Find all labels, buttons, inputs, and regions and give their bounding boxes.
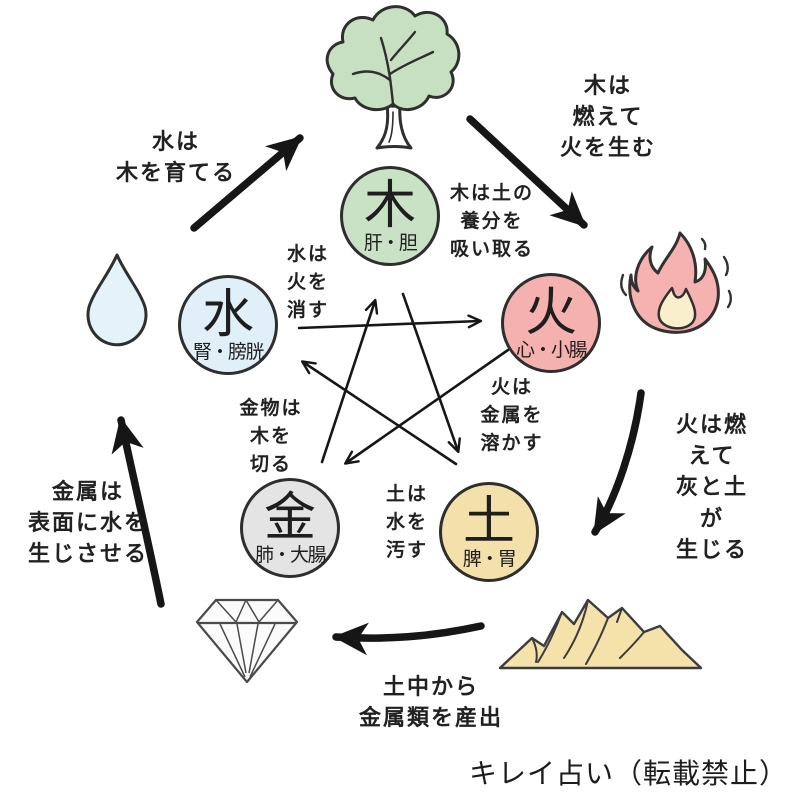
arrow-earth-to-metal <box>332 622 485 656</box>
fire-organs: 心・小腸 <box>515 339 588 361</box>
element-circle-water: 水 腎・膀胱 <box>178 275 278 375</box>
label-water-nourishes-wood: 水は 木を育てる <box>115 128 237 185</box>
arrow-fire-to-earth <box>591 389 645 536</box>
arrow-metal-to-water <box>111 416 165 608</box>
water-organs: 腎・膀胱 <box>192 341 265 363</box>
label-wood-absorbs-earth: 木は土の 養分を 吸い取る <box>449 182 535 261</box>
water-drop-icon <box>86 253 148 347</box>
mountain-icon <box>498 598 703 670</box>
fire-kanji: 火 <box>524 283 577 342</box>
label-fire-creates-earth: 火は燃えて 灰と土が 生じる <box>675 411 748 562</box>
diamond-icon <box>195 598 299 684</box>
metal-organs: 肺・大腸 <box>254 544 327 566</box>
arrow-water-overcomes-fire <box>297 314 483 330</box>
arrow-metal-overcomes-wood <box>320 298 379 464</box>
label-fire-melts-metal: 火は 金属を 溶かす <box>480 376 544 455</box>
wood-kanji: 木 <box>363 176 416 235</box>
label-metal-cuts-wood: 金物は 木を 切る <box>239 397 303 476</box>
element-circle-metal: 金 肺・大腸 <box>240 478 340 578</box>
arrow-fire-overcomes-metal <box>343 348 510 465</box>
tree-icon <box>325 5 461 150</box>
earth-kanji: 土 <box>462 492 515 551</box>
label-metal-produces-water: 金属は 表面に水を 生じさせる <box>27 479 149 567</box>
arrow-wood-to-fire <box>466 115 588 229</box>
label-wood-creates-fire: 木は 燃えて 火を生む <box>559 73 657 161</box>
arrow-earth-overcomes-water <box>300 360 458 466</box>
arrow-wood-overcomes-earth <box>401 292 461 454</box>
flame-icon <box>620 231 732 334</box>
arrow-water-to-wood <box>190 134 304 232</box>
element-circle-wood: 木 肝・胆 <box>340 166 440 266</box>
water-kanji: 水 <box>201 285 254 344</box>
wood-organs: 肝・胆 <box>363 232 418 254</box>
footer-credit: キレイ占い（転載禁止） <box>468 758 788 789</box>
earth-organs: 脾・胃 <box>462 548 517 570</box>
metal-kanji: 金 <box>263 488 316 547</box>
label-earth-pollutes-water: 土は 水を 汚す <box>385 483 429 562</box>
element-circle-earth: 土 脾・胃 <box>439 482 539 582</box>
label-earth-produces-metal: 土中から 金属類を産出 <box>358 673 504 730</box>
label-water-extinguishes-fire: 水は 火を 消す <box>286 243 330 322</box>
element-circle-fire: 火 心・小腸 <box>501 273 601 373</box>
